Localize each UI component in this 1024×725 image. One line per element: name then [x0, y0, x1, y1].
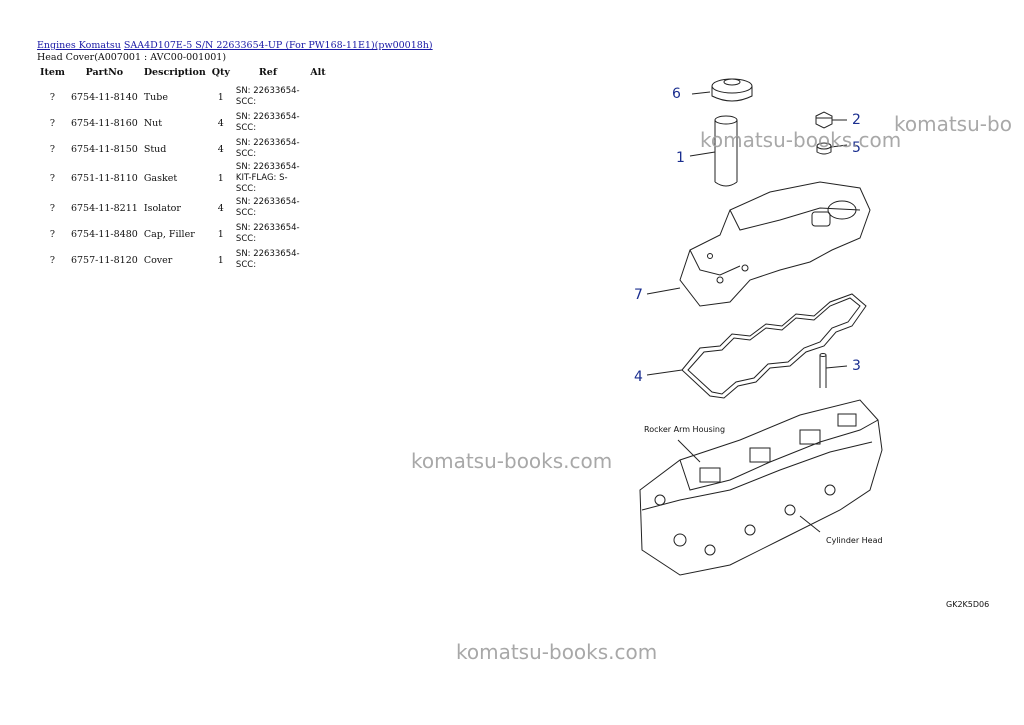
header-qty: Qty	[211, 66, 230, 78]
cell-alt	[303, 136, 333, 162]
cell-description: Cap, Filler	[143, 228, 195, 240]
figure-code: GK2K5D06	[946, 600, 989, 609]
cell-ref: SN: 22633654-SCC:	[235, 223, 300, 244]
cell-description: Nut	[143, 117, 163, 129]
tube-drawing	[714, 115, 738, 187]
cell-partno: 6757-11-8120	[70, 254, 138, 266]
cell-item: ?	[49, 91, 56, 103]
cell-partno: 6754-11-8211	[70, 202, 138, 214]
cell-qty: 1	[217, 91, 224, 103]
cell-description: Tube	[143, 91, 168, 103]
header-ref: Ref	[258, 66, 277, 78]
head-cover-drawing	[679, 181, 871, 307]
cell-partno: 6754-11-8140	[70, 91, 138, 103]
cell-qty: 1	[217, 254, 224, 266]
breadcrumb-link-engines[interactable]: Engines Komatsu	[37, 40, 121, 51]
callout-7: 7	[634, 287, 643, 303]
watermark: komatsu-books.com	[411, 449, 613, 473]
breadcrumb: Engines Komatsu SAA4D107E-5 S/N 22633654…	[37, 40, 433, 51]
cell-item: ?	[49, 173, 56, 184]
filler-cap-drawing	[711, 78, 753, 102]
watermark: komatsu-books.com	[700, 128, 902, 152]
header-partno: PartNo	[85, 66, 124, 78]
cell-ref: SN: 22633654-SCC:	[235, 138, 300, 159]
breadcrumb-link-model[interactable]: SAA4D107E-5 S/N 22633654-UP (For PW168-1…	[123, 40, 433, 51]
cell-description: Cover	[143, 254, 173, 266]
cell-item: ?	[49, 202, 56, 214]
stud-drawing	[819, 353, 827, 388]
cell-alt	[303, 247, 333, 273]
callout-2: 2	[852, 112, 861, 128]
cell-item: ?	[49, 117, 56, 129]
table-row: ? 6754-11-8140 Tube 1 SN: 22633654-SCC:	[37, 84, 333, 110]
gasket-drawing	[681, 293, 867, 399]
page-subtitle: Head Cover(A007001 : AVC00-001001)	[37, 52, 227, 63]
cell-alt	[303, 84, 333, 110]
cell-partno: 6754-11-8150	[70, 143, 138, 155]
parts-table: Item PartNo Description Qty Ref Alt ? 67…	[37, 66, 333, 273]
callout-6: 6	[672, 86, 681, 102]
cell-ref: SN: 22633654-SCC:	[235, 249, 300, 270]
callout-3: 3	[852, 358, 861, 374]
cylinder-head-drawing	[639, 399, 883, 576]
callout-4: 4	[634, 369, 643, 385]
cell-item: ?	[49, 228, 56, 240]
table-row: ? 6754-11-8160 Nut 4 SN: 22633654-SCC:	[37, 110, 333, 136]
cell-item: ?	[49, 143, 56, 155]
cell-qty: 4	[217, 117, 224, 129]
nut-drawing	[815, 111, 833, 129]
cell-alt	[303, 221, 333, 247]
cell-description: Gasket	[143, 173, 178, 184]
cell-qty: 1	[217, 173, 224, 184]
cell-ref: SN: 22633654-SCC:	[235, 112, 300, 133]
watermark: komatsu-bo	[894, 112, 1012, 136]
cell-ref: SN: 22633654-KIT-FLAG: S-SCC:	[235, 162, 300, 194]
header-alt: Alt	[310, 66, 326, 78]
label-rocker-arm-housing: Rocker Arm Housing	[644, 425, 725, 434]
table-row: ? 6754-11-8211 Isolator 4 SN: 22633654-S…	[37, 195, 333, 221]
cell-alt	[303, 195, 333, 221]
header-description: Description	[143, 66, 206, 78]
cell-partno: 6754-11-8480	[70, 228, 138, 240]
isolator-drawing	[816, 142, 832, 155]
cell-description: Isolator	[143, 202, 181, 214]
header-item: Item	[40, 66, 65, 78]
cell-partno: 6754-11-8160	[70, 117, 138, 129]
callout-5: 5	[852, 140, 861, 156]
cell-alt	[303, 110, 333, 136]
cell-qty: 4	[217, 143, 224, 155]
cell-description: Stud	[143, 143, 167, 155]
cell-alt	[303, 162, 333, 195]
table-row: ? 6751-11-8110 Gasket 1 SN: 22633654-KIT…	[37, 162, 333, 195]
table-row: ? 6754-11-8150 Stud 4 SN: 22633654-SCC:	[37, 136, 333, 162]
table-header-row: Item PartNo Description Qty Ref Alt	[37, 66, 333, 84]
exploded-parts-diagram: 6 2 1 5 7 3 4 Rocker Arm Housing Cylinde…	[634, 78, 989, 609]
cell-ref: SN: 22633654-SCC:	[235, 197, 300, 218]
cell-partno: 6751-11-8110	[70, 173, 138, 184]
cell-item: ?	[49, 254, 56, 266]
table-row: ? 6754-11-8480 Cap, Filler 1 SN: 2263365…	[37, 221, 333, 247]
watermark: komatsu-books.com	[456, 640, 658, 664]
cell-qty: 1	[217, 228, 224, 240]
table-row: ? 6757-11-8120 Cover 1 SN: 22633654-SCC:	[37, 247, 333, 273]
cell-qty: 4	[217, 202, 224, 214]
cell-ref: SN: 22633654-SCC:	[235, 86, 300, 107]
callout-1: 1	[676, 150, 685, 166]
label-cylinder-head: Cylinder Head	[826, 536, 883, 545]
